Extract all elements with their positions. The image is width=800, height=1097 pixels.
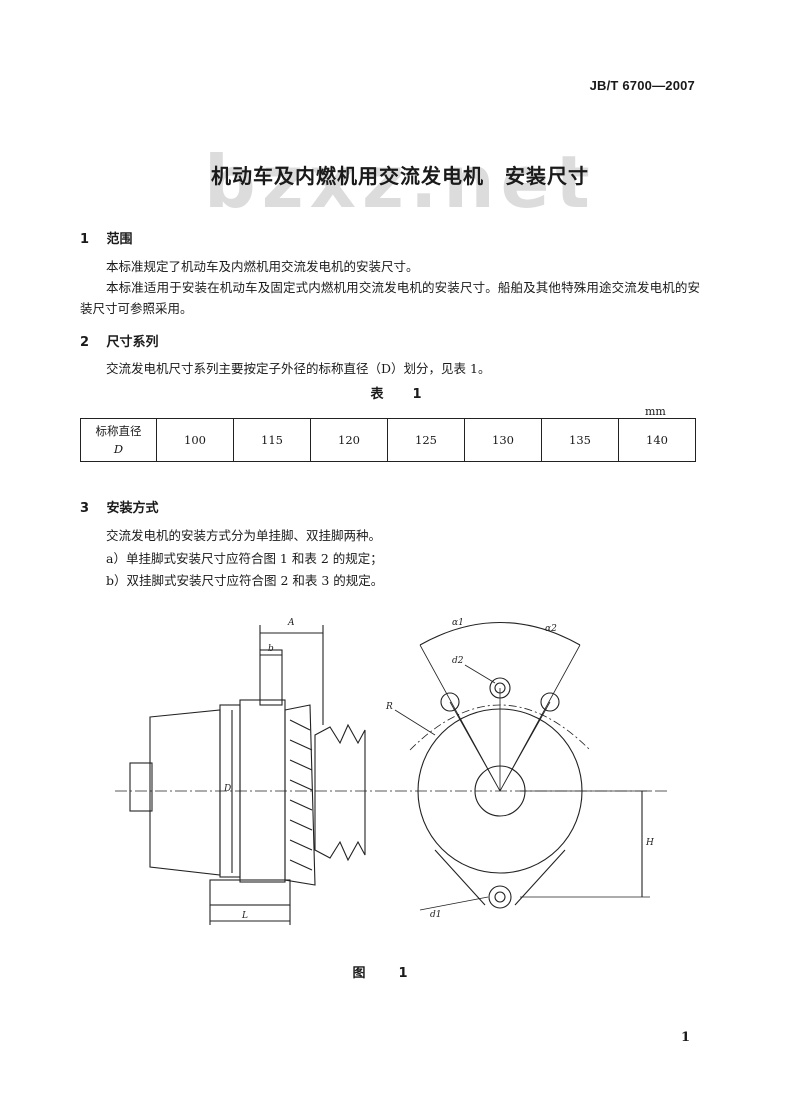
dim-label-A: A: [287, 618, 295, 628]
table-cell: 120: [310, 418, 388, 462]
table-cell: 125: [387, 418, 465, 462]
table-cell: 135: [541, 418, 619, 462]
dim-label-H: H: [645, 838, 654, 848]
table-1-caption: 表 1: [370, 387, 430, 402]
watermark: bzxz.net: [204, 140, 596, 224]
dim-label-alpha1: α1: [452, 618, 464, 628]
section-3-number: 3: [80, 501, 90, 516]
page-number: 1: [680, 1030, 690, 1045]
section-3-item-a: a）单挂脚式安装尺寸应符合图 1 和表 2 的规定；: [106, 551, 383, 566]
section-1-title: 范围: [106, 232, 133, 247]
table-cell: 130: [464, 418, 542, 462]
dim-label-R: R: [385, 702, 393, 712]
table-cell: 100: [156, 418, 234, 462]
section-3-heading: 3 安装方式: [80, 497, 159, 516]
section-3-para-1: 交流发电机的安装方式分为单挂脚、双挂脚两种。: [106, 528, 382, 543]
table-cell: 140: [618, 418, 696, 462]
table-cell: 115: [233, 418, 311, 462]
dim-label-L: L: [241, 911, 248, 921]
header-label: 标称直径: [95, 424, 142, 438]
header-symbol: D: [113, 442, 124, 456]
table-header-cell: 标称直径 D: [80, 418, 157, 462]
dim-label-b: b: [268, 644, 274, 654]
dim-label-d2: d2: [452, 656, 464, 666]
section-2-para-1: 交流发电机尺寸系列主要按定子外径的标称直径（D）划分，见表 1。: [106, 361, 491, 376]
section-3-title: 安装方式: [106, 501, 159, 516]
table-row: 标称直径 D 100 115 120 125 130 135 140: [80, 418, 696, 462]
section-2-number: 2: [80, 335, 90, 350]
section-2-heading: 2 尺寸系列: [80, 331, 159, 350]
dim-label-D: D: [223, 784, 231, 794]
section-2-title: 尺寸系列: [106, 335, 159, 350]
dim-label-alpha2: α2: [545, 624, 557, 634]
standard-number: JB/T 6700—2007: [589, 78, 695, 93]
document-title: 机动车及内燃机用交流发电机 安装尺寸: [211, 164, 589, 188]
section-1-heading: 1 范围: [80, 228, 133, 247]
dim-label-d1: d1: [430, 910, 442, 920]
section-1-para-2: 本标准适用于安装在机动车及固定式内燃机用交流发电机的安装尺寸。船舶及其他特殊用途…: [80, 280, 700, 316]
section-1-para-1: 本标准规定了机动车及内燃机用交流发电机的安装尺寸。: [106, 259, 419, 274]
table-1-unit: mm: [645, 405, 666, 418]
figure-1-caption: 图 1: [352, 966, 418, 981]
section-3-item-b: b）双挂脚式安装尺寸应符合图 2 和表 3 的规定。: [106, 573, 384, 588]
table-1: 标称直径 D 100 115 120 125 130 135 140: [80, 418, 696, 462]
figure-1-drawing: A b D L R H α1 α2 d1 d2: [115, 618, 670, 925]
section-1-number: 1: [80, 232, 90, 247]
